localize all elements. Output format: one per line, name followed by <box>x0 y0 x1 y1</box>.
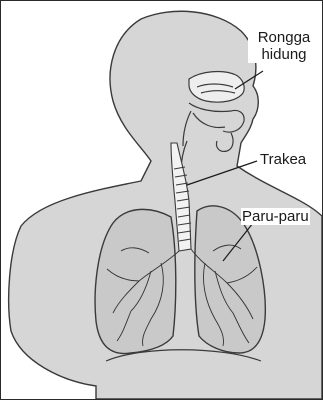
nasal-cavity-label-line2: hidung <box>249 46 319 63</box>
nasal-cavity-label-line1: Rongga <box>249 29 319 46</box>
lungs-label: Paru-paru <box>241 208 310 225</box>
nasal-cavity-label: Rongga hidung <box>248 29 320 63</box>
trachea-label: Trakea <box>259 151 307 168</box>
